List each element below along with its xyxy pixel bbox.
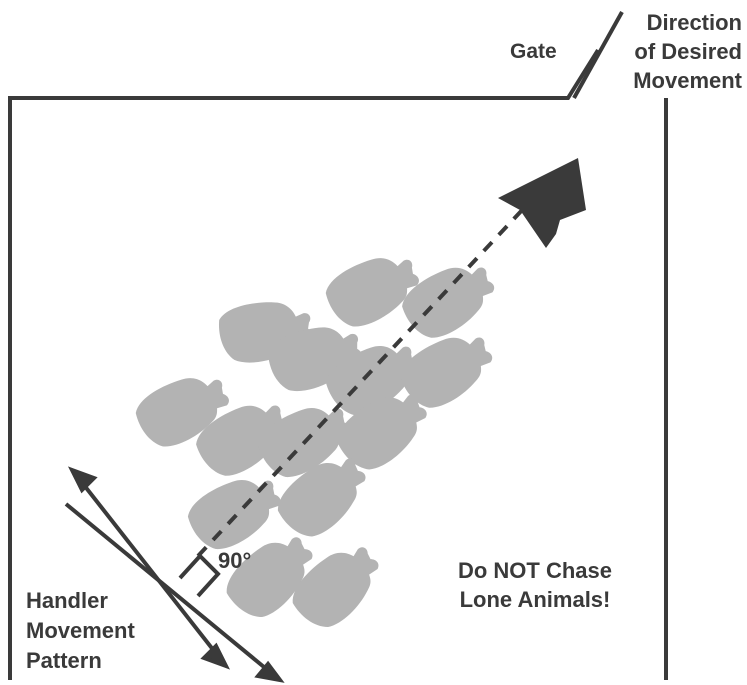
handler-movement-arrows	[64, 466, 285, 683]
direction-label-line1: Direction	[647, 10, 742, 35]
direction-arrowhead	[498, 158, 586, 248]
pen-fence	[8, 48, 600, 680]
warning-label-line1: Do NOT Chase	[458, 558, 612, 583]
handler-label-line3: Pattern	[26, 648, 102, 673]
animal-herd	[129, 241, 505, 639]
right-angle-marker	[178, 553, 221, 598]
direction-label-line2: of Desired	[634, 39, 742, 64]
warning-label-line2: Lone Animals!	[460, 587, 611, 612]
handler-label-line1: Handler	[26, 588, 108, 613]
direction-label-line3: Movement	[633, 68, 742, 93]
movement-direction-line	[196, 206, 526, 558]
gate-label: Gate	[510, 40, 557, 63]
handler-label-line2: Movement	[26, 618, 135, 643]
angle-label: 90°	[218, 548, 251, 573]
gate-swing-line	[572, 11, 624, 99]
